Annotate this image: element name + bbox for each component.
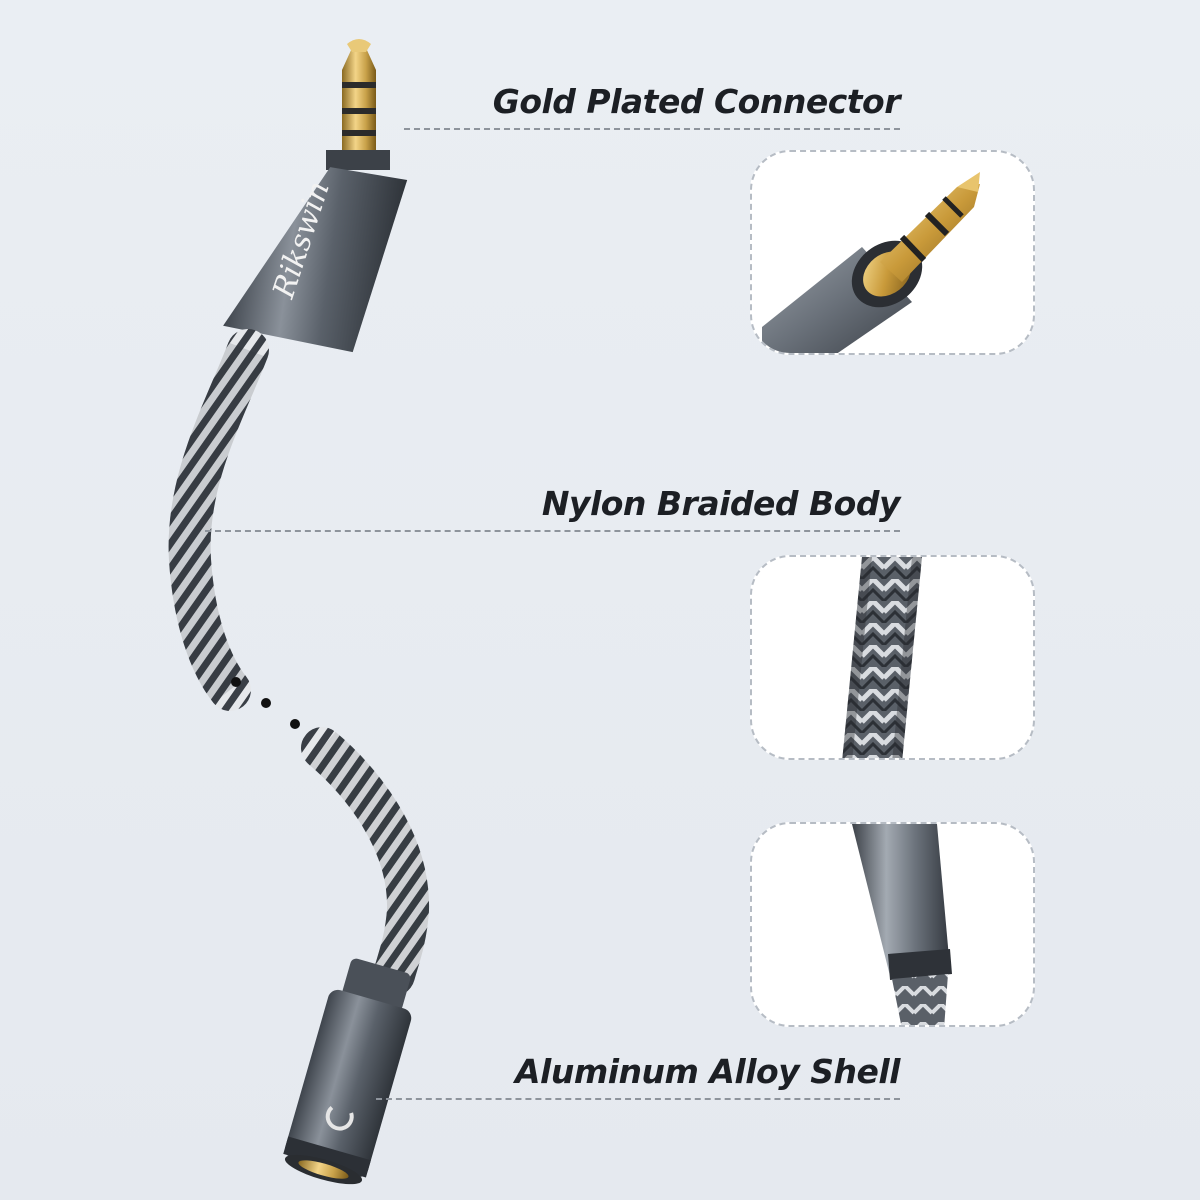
zoom-panel-aluminum-shell [750, 822, 1035, 1027]
bottom-jack-housing [283, 958, 412, 1185]
callout-label-aluminum-shell: Aluminum Alloy Shell [514, 1052, 901, 1091]
continuation-dots [231, 677, 300, 729]
zoom-panel-gold-connector [750, 150, 1035, 355]
braided-cable-upper [168, 329, 269, 711]
callout-label-nylon-braided: Nylon Braided Body [541, 484, 901, 523]
braided-cable-lower [301, 727, 430, 996]
callout-label-gold-connector: Gold Plated Connector [492, 82, 901, 121]
top-plug-housing [223, 150, 408, 353]
gold-plug-tip [342, 39, 376, 150]
callout-divider-2 [205, 530, 900, 532]
aluminum-shell-closeup [852, 824, 952, 1025]
callout-divider-1 [404, 128, 900, 130]
zoom-panel-nylon-braid [750, 555, 1035, 760]
gold-connector-closeup [762, 172, 980, 353]
callout-divider-3 [376, 1098, 900, 1100]
nylon-braid-closeup [842, 557, 922, 758]
